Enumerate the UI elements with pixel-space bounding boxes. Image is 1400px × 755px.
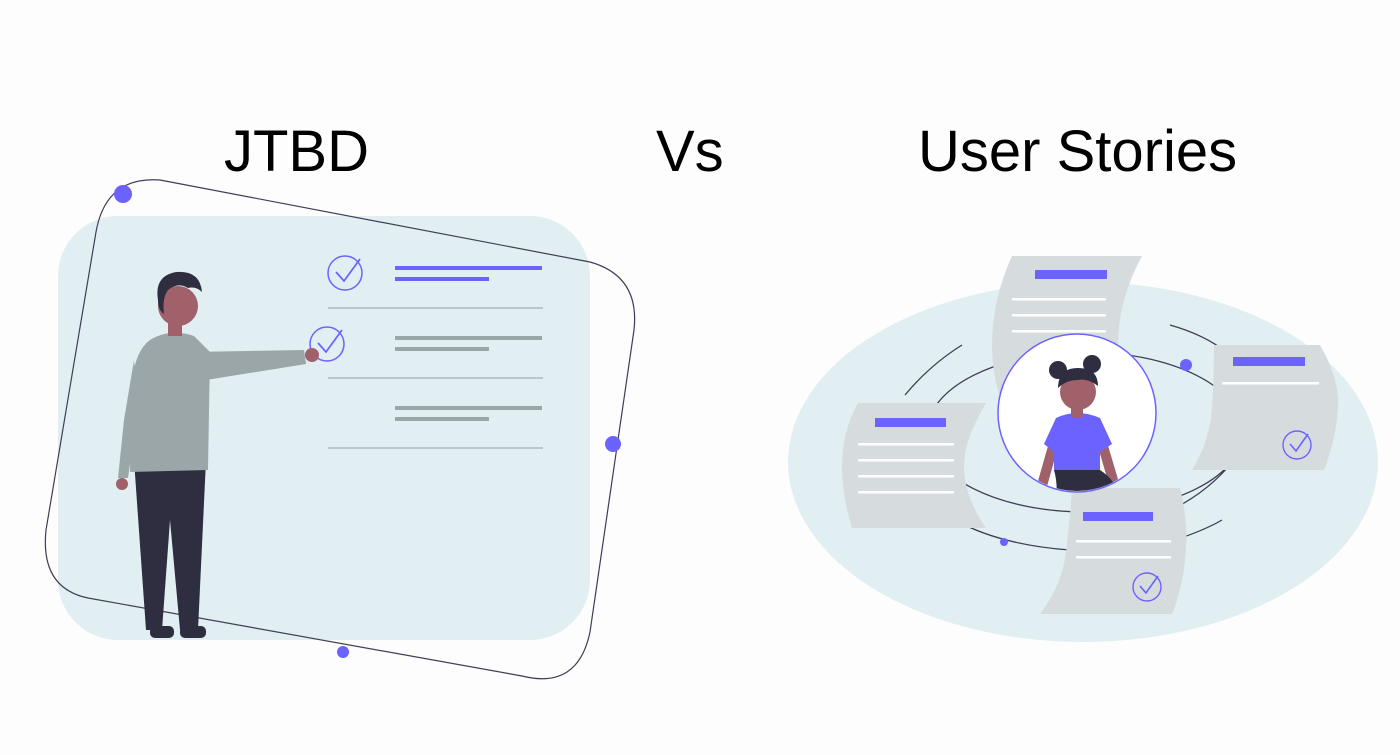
checklist-row-1 bbox=[327, 255, 543, 309]
check-circle-icon bbox=[309, 326, 345, 362]
checkmark-icon bbox=[1289, 433, 1309, 453]
central-avatar bbox=[997, 333, 1157, 493]
orbit-dot-bottom bbox=[1000, 538, 1008, 546]
story-card-right bbox=[1192, 345, 1339, 470]
checkmark-icon bbox=[1139, 575, 1159, 595]
check-circle-icon bbox=[327, 255, 363, 291]
check-circle-icon bbox=[1282, 430, 1312, 460]
checklist-row-3 bbox=[328, 406, 543, 449]
jtbd-outline-frame bbox=[44, 179, 636, 680]
user-stories-heading: User Stories bbox=[918, 119, 1238, 184]
jtbd-heading: JTBD bbox=[224, 119, 369, 184]
frame-dot-bottom bbox=[337, 646, 349, 658]
orbit-dot-right bbox=[1180, 359, 1192, 371]
frame-dot-top bbox=[114, 185, 132, 203]
story-card-bottom bbox=[1040, 488, 1187, 614]
checkmark-icon bbox=[335, 258, 361, 283]
check-circle-icon bbox=[1132, 572, 1162, 602]
versus-heading: Vs bbox=[656, 119, 724, 184]
checkmark-icon bbox=[317, 329, 343, 354]
story-card-left bbox=[842, 403, 986, 528]
checklist-row-2 bbox=[309, 326, 543, 379]
person-pointing bbox=[116, 271, 319, 638]
frame-dot-right bbox=[605, 436, 621, 452]
